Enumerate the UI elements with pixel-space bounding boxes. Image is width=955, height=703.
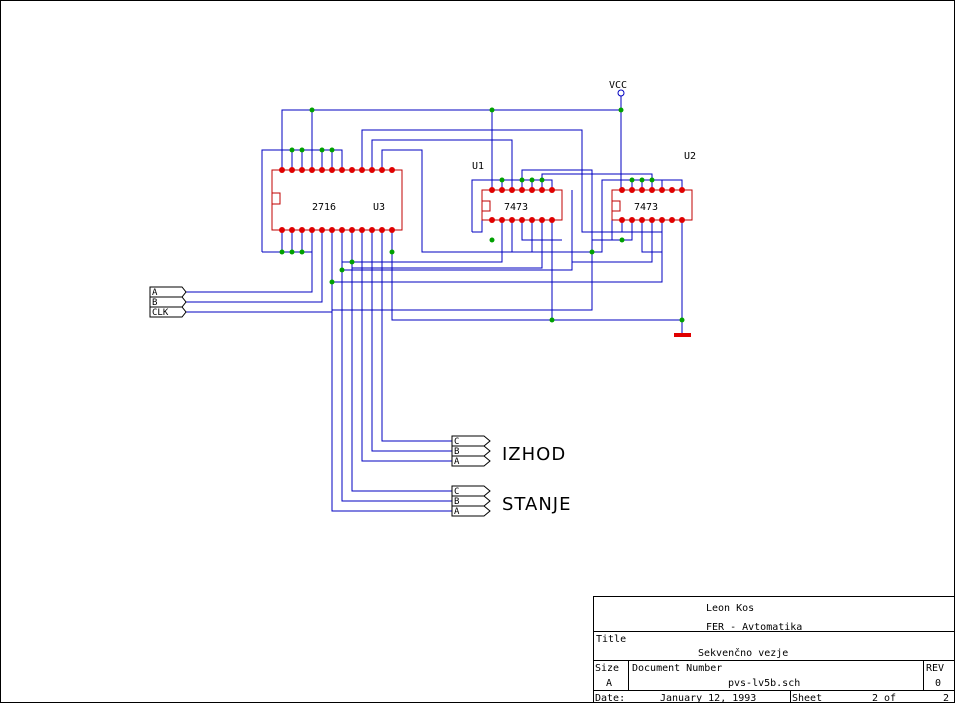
izhod-ports — [451, 435, 491, 467]
input-a-label: A — [152, 288, 158, 298]
izhod-title: IZHOD — [502, 444, 566, 465]
title-block — [593, 596, 955, 703]
u2-value: 7473 — [634, 202, 658, 213]
ground-symbol — [674, 333, 691, 337]
u1-value: 7473 — [504, 202, 528, 213]
title-block-sheet-total: 2 — [943, 693, 949, 703]
u3-eprom[interactable]: 2716 U3 — [271, 167, 403, 233]
title-block-size-label: Size — [595, 663, 619, 674]
u1-ref: U1 — [472, 161, 484, 172]
u3-value: 2716 — [312, 202, 336, 213]
title-block-organization: FER - Avtomatika — [706, 622, 802, 633]
input-b-label: B — [152, 298, 157, 308]
title-block-rev-label: REV — [926, 663, 944, 674]
junction-dots — [279, 107, 685, 323]
title-block-docnum: pvs-lv5b.sch — [728, 678, 800, 689]
title-block-date: January 12, 1993 — [660, 693, 756, 703]
input-clk-label: CLK — [152, 308, 169, 318]
wires — [184, 96, 683, 512]
stanje-c-label: C — [454, 487, 459, 497]
izhod-a-label: A — [454, 457, 460, 467]
title-block-sheet-of: 2 of — [872, 693, 896, 703]
title-block-size: A — [606, 678, 612, 689]
title-block-author: Leon Kos — [706, 603, 754, 614]
u1-flip-flop[interactable]: 7473 U1 — [472, 161, 563, 223]
vcc-symbol: VCC — [609, 80, 627, 97]
title-block-title-label: Title — [596, 634, 626, 645]
stanje-a-label: A — [454, 507, 460, 517]
stanje-b-label: B — [454, 497, 459, 507]
stanje-ports — [451, 485, 491, 517]
title-block-docnum-label: Document Number — [632, 663, 722, 674]
input-ports — [149, 286, 187, 318]
title-block-rev: 0 — [935, 678, 941, 689]
title-block-sheet-label: Sheet — [792, 693, 822, 703]
u2-ref: U2 — [684, 151, 696, 162]
vcc-label: VCC — [609, 80, 627, 91]
title-block-title: Sekvenčno vezje — [698, 647, 788, 659]
u3-ref: U3 — [373, 202, 385, 213]
u2-flip-flop[interactable]: 7473 U2 — [611, 151, 696, 223]
izhod-b-label: B — [454, 447, 459, 457]
title-block-date-label: Date: — [595, 693, 625, 703]
stanje-title: STANJE — [502, 494, 571, 515]
izhod-c-label: C — [454, 437, 459, 447]
